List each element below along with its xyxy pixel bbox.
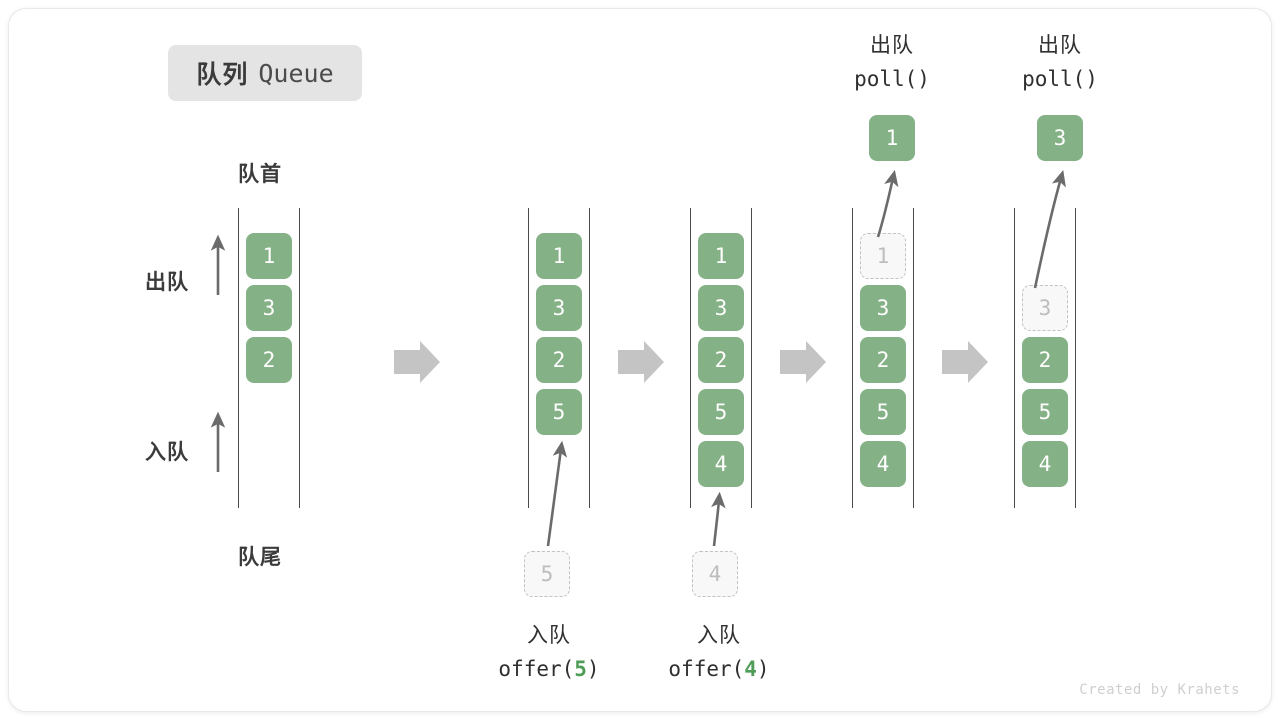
column-rail-left: [690, 208, 691, 508]
dequeue-caption-cn: 出队: [1038, 34, 1082, 57]
queue-cell: 1: [246, 233, 292, 279]
queue-cell: 3: [698, 285, 744, 331]
column-rail-left: [852, 208, 853, 508]
enqueue-caption-2: 入队 offer(4): [640, 620, 798, 685]
dequeue-caption-code: poll(): [854, 66, 930, 91]
diagram-card: [8, 8, 1272, 712]
diagram-title-en: Queue: [258, 58, 334, 88]
queue-rear-label: 队尾: [238, 546, 282, 569]
incoming-ghost-cell: 5: [524, 551, 570, 597]
enqueue-side-label: 入队: [145, 441, 189, 464]
queue-column-state-4: 1 3 2 5 4: [852, 208, 914, 508]
queue-cell: 2: [536, 337, 582, 383]
queue-cell: 4: [698, 441, 744, 487]
enqueue-fn-arg: 5: [574, 656, 587, 681]
queue-cell: 1: [698, 233, 744, 279]
queue-cell: 2: [246, 337, 292, 383]
queue-cell: 5: [698, 389, 744, 435]
dequeue-caption-1: 出队 poll(): [813, 30, 971, 95]
enqueue-fn-close: ): [586, 656, 600, 681]
queue-column-state-5: 3 2 5 4: [1014, 208, 1076, 508]
queue-front-label: 队首: [238, 163, 282, 186]
enqueue-caption-cn: 入队: [527, 624, 571, 647]
queue-cell: 3: [860, 285, 906, 331]
column-rail-left: [1014, 208, 1015, 508]
dequeue-caption-code: poll(): [1022, 66, 1098, 91]
queue-column-state-2: 1 3 2 5: [528, 208, 590, 508]
queue-column-state-3: 1 3 2 5 4: [690, 208, 752, 508]
enqueue-fn-close: ): [756, 656, 770, 681]
queue-cell: 5: [536, 389, 582, 435]
enqueue-caption-1: 入队 offer(5): [470, 620, 628, 685]
column-rail-left: [528, 208, 529, 508]
queue-cell-ghost: 3: [1022, 285, 1068, 331]
incoming-ghost-cell: 4: [692, 551, 738, 597]
column-rail-left: [238, 208, 239, 508]
enqueue-fn-arg: 4: [744, 656, 757, 681]
queue-cell: 2: [860, 337, 906, 383]
dequeue-caption-2: 出队 poll(): [981, 30, 1139, 95]
column-rail-right: [589, 208, 590, 508]
enqueue-fn-name: offer(: [498, 656, 575, 681]
queue-cell: 5: [1022, 389, 1068, 435]
dequeue-side-label: 出队: [145, 271, 189, 294]
column-rail-right: [1075, 208, 1076, 508]
queue-cell: 4: [1022, 441, 1068, 487]
queue-cell: 3: [246, 285, 292, 331]
queue-column-state-1: 1 3 2: [238, 208, 300, 508]
enqueue-caption-code: offer(4): [640, 653, 798, 686]
enqueue-caption-cn: 入队: [697, 624, 741, 647]
queue-cell: 1: [536, 233, 582, 279]
queue-cell-ghost: 1: [860, 233, 906, 279]
enqueue-caption-code: offer(5): [470, 653, 628, 686]
queue-cell: 2: [1022, 337, 1068, 383]
diagram-title-cn: 队列: [196, 61, 249, 89]
queue-cell: 5: [860, 389, 906, 435]
queue-cell: 3: [536, 285, 582, 331]
column-rail-right: [751, 208, 752, 508]
watermark-credit: Created by Krahets: [1079, 682, 1240, 698]
column-rail-right: [913, 208, 914, 508]
queue-cell: 2: [698, 337, 744, 383]
dequeue-caption-cn: 出队: [870, 34, 914, 57]
enqueue-fn-name: offer(: [668, 656, 745, 681]
queue-cell: 4: [860, 441, 906, 487]
popped-cell: 1: [869, 115, 915, 161]
diagram-title-badge: 队列 Queue: [168, 45, 362, 101]
column-rail-right: [299, 208, 300, 508]
popped-cell: 3: [1037, 115, 1083, 161]
